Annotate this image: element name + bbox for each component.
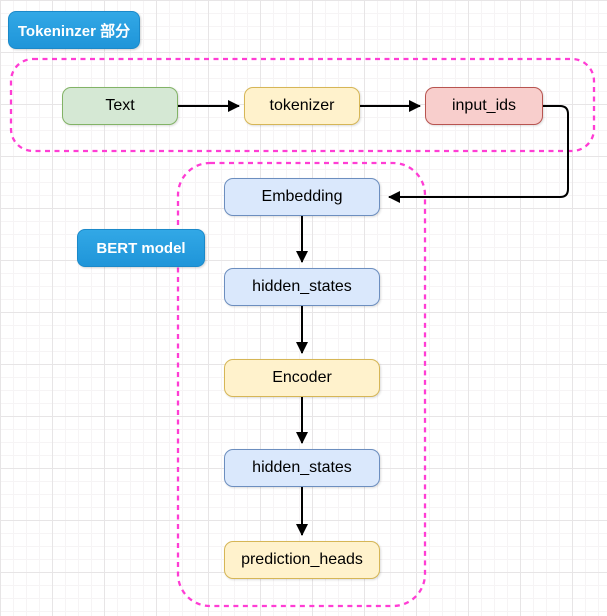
tokenizer-section-frame[interactable] [9, 57, 596, 153]
node-hidden-states-1-label: hidden_states [252, 278, 352, 295]
node-prediction-heads-label: prediction_heads [241, 551, 363, 568]
bert-model-label-text: BERT model [96, 239, 186, 257]
bert-model-label[interactable]: BERT model [77, 229, 205, 267]
node-text-label: Text [105, 97, 135, 114]
node-text[interactable]: Text [62, 87, 178, 125]
bert-section-frame[interactable] [176, 161, 427, 608]
tokenizer-section-label[interactable]: Tokeninzer 部分 [8, 11, 140, 49]
node-hidden-states-2-label: hidden_states [252, 459, 352, 476]
tokenizer-section-label-text: Tokeninzer 部分 [17, 22, 131, 40]
node-embedding-label: Embedding [261, 188, 343, 205]
node-tokenizer-label: tokenizer [269, 97, 335, 114]
node-tokenizer[interactable]: tokenizer [244, 87, 360, 125]
node-prediction-heads[interactable]: prediction_heads [224, 541, 380, 579]
node-input-ids[interactable]: input_ids [425, 87, 543, 125]
node-hidden-states-2[interactable]: hidden_states [224, 449, 380, 487]
node-encoder-label: Encoder [272, 369, 332, 386]
node-input-ids-label: input_ids [451, 97, 517, 114]
node-embedding[interactable]: Embedding [224, 178, 380, 216]
node-encoder[interactable]: Encoder [224, 359, 380, 397]
node-hidden-states-1[interactable]: hidden_states [224, 268, 380, 306]
arrow-input-ids-to-embedding[interactable] [388, 105, 569, 203]
